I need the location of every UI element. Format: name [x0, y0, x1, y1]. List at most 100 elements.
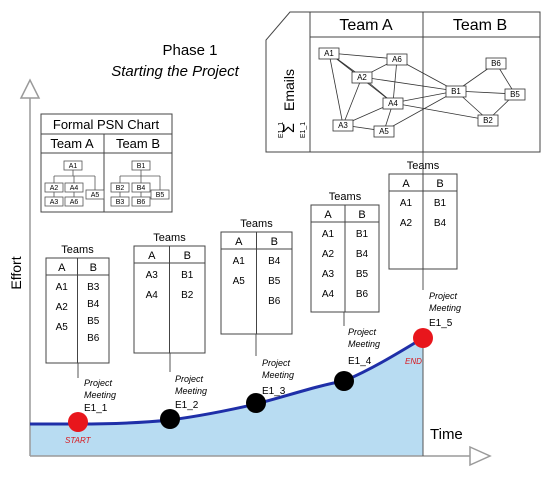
psn-node	[150, 189, 170, 200]
team-a-member: A5	[233, 276, 246, 287]
psn-node	[44, 182, 64, 193]
meeting-labels: Project Meeting Project Meeting Project …	[84, 291, 461, 400]
team-a-member: A2	[56, 302, 69, 313]
end-label: END	[405, 357, 422, 366]
team-b-column-header: B	[436, 178, 443, 190]
network-node	[477, 114, 499, 127]
team-b-member: B5	[268, 276, 281, 287]
x-axis-label: Time	[430, 426, 463, 443]
network-node-label: A2	[357, 73, 367, 82]
team-a-member: A2	[400, 218, 413, 229]
network-node-label: B2	[483, 116, 493, 125]
meeting-id: E1_5	[429, 318, 453, 329]
psn-node	[63, 160, 83, 171]
team-b-member: B4	[268, 256, 281, 267]
team-a-member: A3	[146, 270, 159, 281]
psn-node-label: B6	[137, 199, 146, 206]
psn-node	[131, 182, 151, 193]
email-network: Team A Team B Emails Σ E1_1 E1_1	[265, 11, 541, 153]
network-node-label: B6	[491, 59, 501, 68]
network-node-label: A4	[388, 99, 398, 108]
meeting-label-line1: Project	[348, 327, 377, 337]
network-node	[485, 57, 507, 70]
end-event-marker	[413, 328, 433, 348]
teams-header: Teams	[61, 244, 94, 256]
meeting-id: E1_3	[262, 386, 286, 397]
psn-chart-title: Formal PSN Chart	[53, 117, 160, 132]
emails-label: Emails	[281, 69, 297, 111]
psn-node-label: B2	[116, 185, 125, 192]
psn-team-b-tree-lines	[119, 170, 161, 197]
phase-subtitle: Starting the Project	[111, 63, 239, 80]
psn-node-label: A2	[50, 185, 59, 192]
meeting-label-line1: Project	[429, 291, 458, 301]
sigma-subscript: E1_1	[278, 122, 285, 138]
psn-node	[64, 182, 84, 193]
network-node-label: A1	[324, 49, 334, 58]
team-a-column-header: A	[402, 178, 410, 190]
psn-node	[131, 196, 151, 207]
team-a-member: A5	[56, 322, 69, 333]
psn-team-a-label: Team A	[50, 136, 94, 151]
meeting-label-line1: Project	[175, 374, 204, 384]
team-a-column-header: A	[148, 250, 156, 262]
network-nodes: A1 A6 A2 A4 A3 A5 B6 B1 B5 B2	[318, 47, 526, 138]
phase-title: Phase 1	[162, 42, 217, 59]
team-b-member: B4	[87, 299, 100, 310]
team-a-column-header: A	[324, 209, 332, 221]
team-b-member: B1	[434, 198, 447, 209]
team-a-member: A2	[322, 249, 335, 260]
psn-node-label: B5	[156, 192, 165, 199]
meeting-label-line2: Meeting	[429, 303, 461, 313]
meeting-id: E1_2	[175, 400, 199, 411]
psn-team-b-nodes: B1 B2 B4 B3 B6 B5	[110, 160, 170, 207]
event-marker-4	[334, 371, 354, 391]
psn-team-b-label: Team B	[116, 136, 160, 151]
network-node	[373, 125, 395, 138]
team-b-member: B4	[434, 218, 447, 229]
team-b-member: B1	[356, 229, 369, 240]
teams-header: Teams	[240, 218, 273, 230]
network-node	[382, 97, 404, 110]
network-team-a-label: Team A	[339, 17, 393, 34]
team-b-member: B4	[356, 249, 369, 260]
team-b-member: B2	[181, 290, 194, 301]
network-node	[332, 119, 354, 132]
team-a-member: A3	[322, 269, 335, 280]
team-a-member: A4	[322, 289, 335, 300]
teams-header: Teams	[153, 232, 186, 244]
meeting-id: E1_4	[348, 356, 372, 367]
event-markers	[68, 328, 433, 432]
network-node	[351, 71, 373, 84]
team-b-column-header: B	[184, 250, 191, 262]
network-node-label: A5	[379, 127, 389, 136]
psn-node	[64, 196, 84, 207]
network-node	[318, 47, 340, 60]
network-node	[386, 53, 408, 66]
team-b-member: B5	[356, 269, 369, 280]
team-b-member: B5	[87, 316, 100, 327]
psn-node	[131, 160, 151, 171]
team-a-member: A4	[146, 290, 159, 301]
formal-psn-chart: Formal PSN Chart Team A Team B A1	[40, 113, 173, 213]
psn-team-a-nodes: A1 A2 A4 A3 A6 A5	[44, 160, 105, 207]
team-b-member: B6	[87, 333, 100, 344]
meeting-label-line2: Meeting	[175, 386, 207, 396]
psn-node-label: B1	[137, 163, 146, 170]
meeting-id: E1_1	[84, 403, 108, 414]
team-a-member: A1	[233, 256, 246, 267]
psn-node	[85, 189, 105, 200]
psn-node-label: B4	[137, 185, 146, 192]
network-node-label: A3	[338, 121, 348, 130]
team-b-member: B6	[268, 296, 281, 307]
team-a-member: A1	[56, 282, 69, 293]
network-node-label: B5	[510, 90, 520, 99]
meeting-label-line2: Meeting	[348, 339, 380, 349]
psn-node-label: A6	[70, 199, 79, 206]
effort-area	[30, 338, 423, 456]
